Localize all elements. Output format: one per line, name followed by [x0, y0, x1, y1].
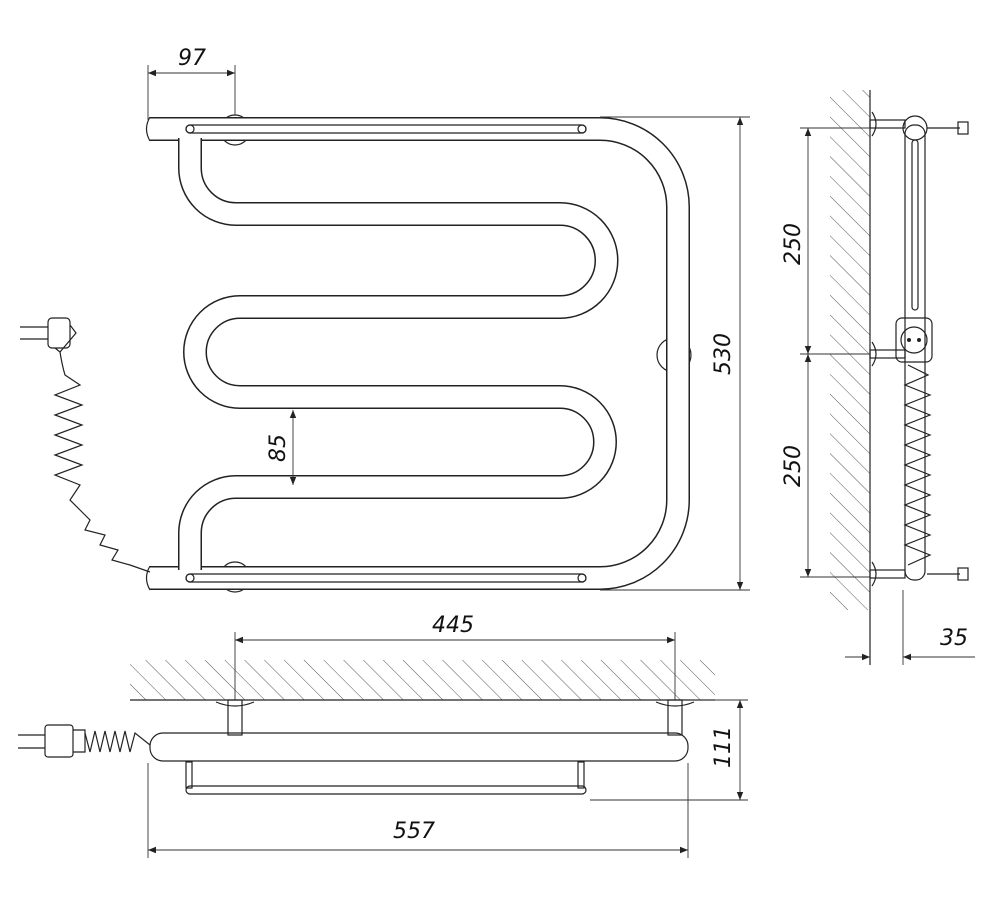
side-view: 250 250 35 [781, 90, 975, 665]
dim-upper-spacing: 250 [781, 223, 806, 265]
dim-bracket-distance: 445 [432, 613, 474, 638]
outer-pipe [150, 117, 690, 590]
dim-depth: 111 [711, 726, 736, 768]
serpentine-pipe [178, 138, 619, 570]
dim-total-height: 530 [711, 333, 736, 375]
power-cable [20, 317, 151, 573]
top-view: 445 111 557 [18, 613, 748, 858]
dim-pipe-gap: 85 [266, 434, 291, 462]
front-view: 97 530 85 [20, 46, 750, 593]
dim-total-width: 557 [393, 819, 435, 844]
dim-bracket-offset: 97 [178, 46, 206, 71]
dim-wall-offset: 35 [940, 626, 968, 651]
dim-lower-spacing: 250 [781, 445, 806, 487]
